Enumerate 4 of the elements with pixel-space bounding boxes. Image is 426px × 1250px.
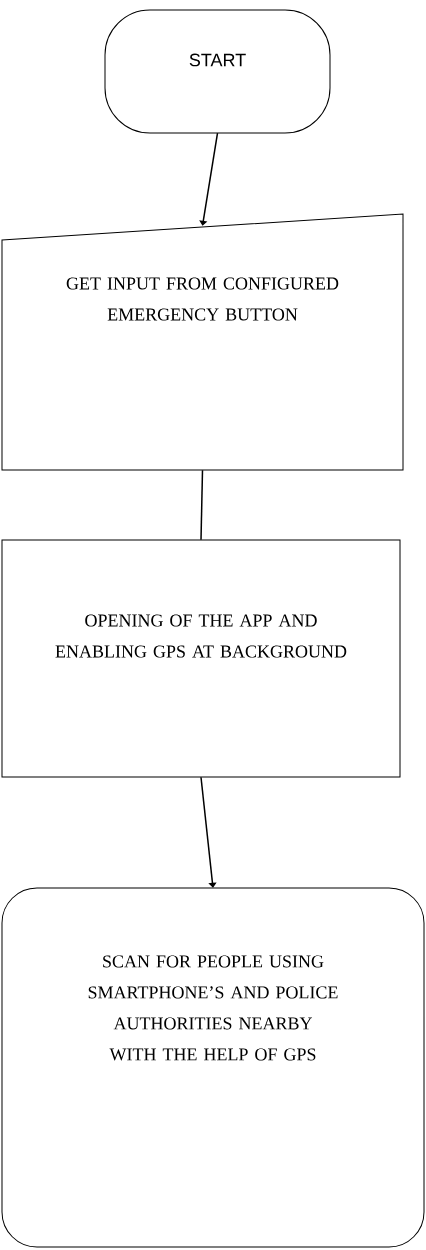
- process-box: OPENING OF THE APP AND ENABLING GPS AT BACKGROUND: [1, 539, 401, 778]
- arrow: [199, 132, 219, 226]
- process-box: SCAN FOR PEOPLE USING SMARTPHONE’S AND POLICE AUTHORITIES NEARBY WITH THE HELP OF GPS: [1, 887, 425, 1248]
- arrow: [200, 776, 217, 888]
